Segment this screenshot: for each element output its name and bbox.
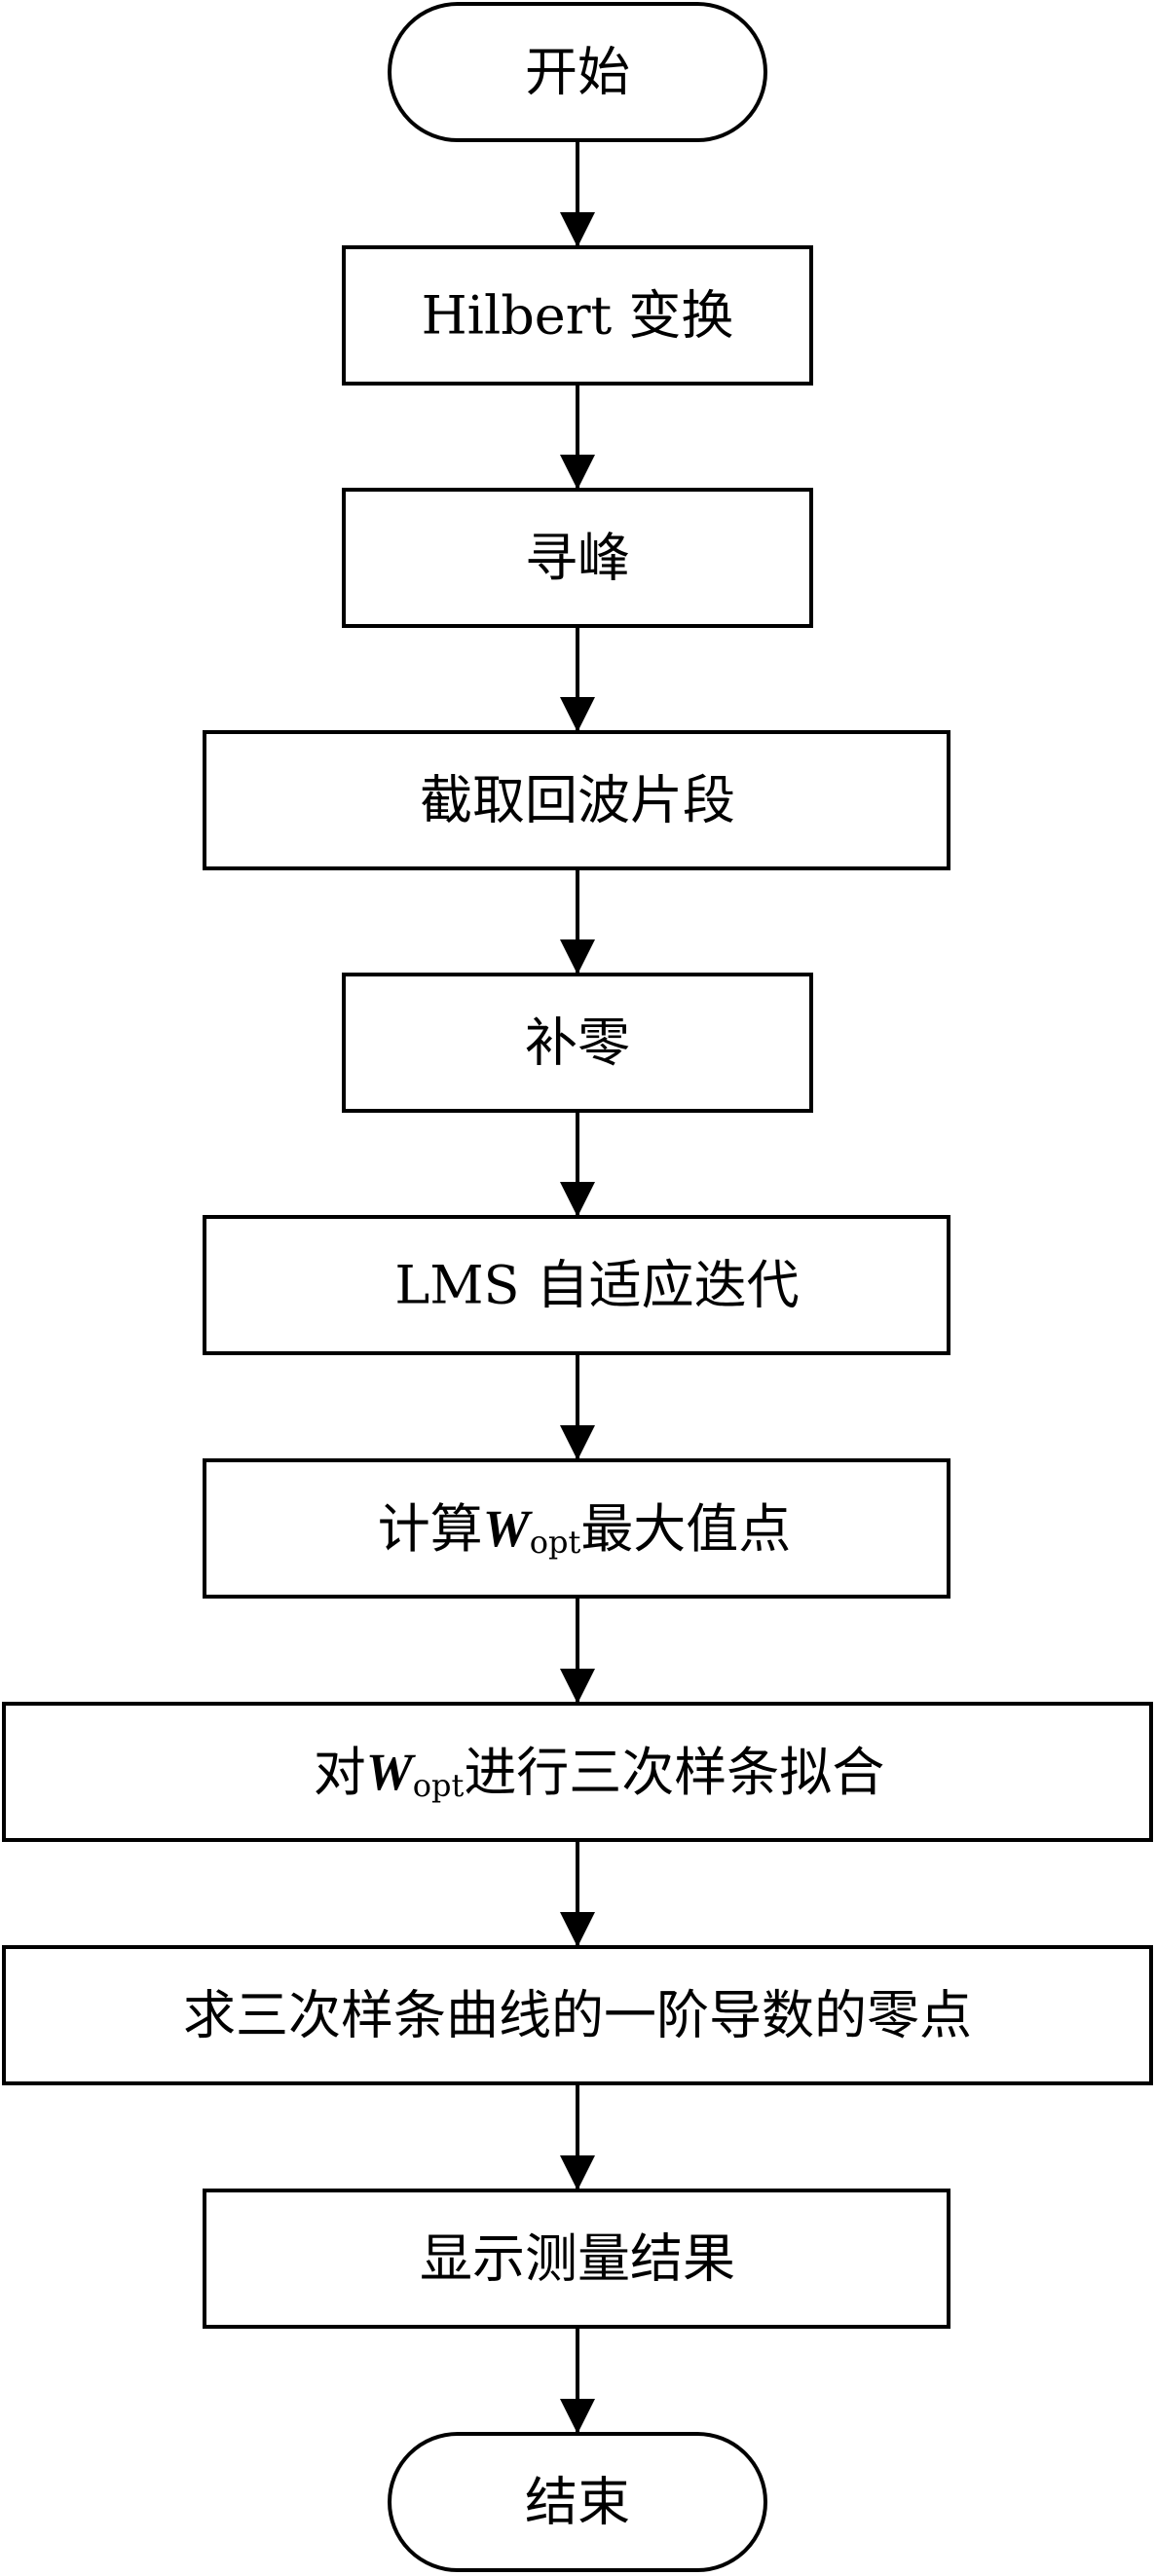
wopt-symbol: W: [483, 1499, 534, 1558]
display-results-node: 显示测量结果: [203, 2189, 950, 2329]
echo-segment-box: [203, 730, 950, 870]
wopt-max-point-label: 计算Wopt最大值点: [378, 1498, 792, 1562]
derivative-zero-label: 求三次样条曲线的一阶导数的零点: [183, 1985, 972, 2046]
wopt-subscript: opt: [413, 1767, 465, 1804]
echo-segment-label: 截取回波片段: [420, 770, 735, 831]
wopt-max-point-suffix: 最大值点: [580, 1498, 791, 1560]
hilbert-transform-node: Hilbert 变换: [342, 245, 813, 386]
lms-iteration-node: LMS 自适应迭代: [203, 1215, 950, 1355]
wopt-max-point-node: 计算Wopt最大值点: [203, 1458, 950, 1599]
start-label: 开始: [525, 42, 630, 103]
spline-fitting-suffix: 进行三次样条拟合: [464, 1742, 884, 1803]
end-terminal-shape: [388, 2432, 767, 2572]
lms-iteration-label: LMS 自适应迭代: [394, 1255, 799, 1316]
zero-padding-label: 补零: [525, 1012, 630, 1074]
lms-iteration-box: [203, 1215, 950, 1355]
zero-padding-node: 补零: [342, 973, 813, 1113]
end-node: 结束: [388, 2432, 767, 2572]
wopt-max-point-box: [203, 1458, 950, 1599]
end-label: 结束: [525, 2472, 630, 2533]
wopt-symbol: W: [366, 1743, 417, 1801]
peak-search-box: [342, 488, 813, 628]
display-results-box: [203, 2189, 950, 2329]
spline-fitting-node: 对Wopt进行三次样条拟合: [2, 1702, 1153, 1842]
hilbert-transform-box: [342, 245, 813, 386]
derivative-zero-node: 求三次样条曲线的一阶导数的零点: [2, 1945, 1153, 2085]
zero-padding-box: [342, 973, 813, 1113]
hilbert-transform-label: Hilbert 变换: [422, 285, 734, 347]
spline-fitting-box: [2, 1702, 1153, 1842]
spline-fitting-prefix: 对: [314, 1742, 366, 1803]
start-node: 开始: [388, 2, 767, 142]
peak-search-label: 寻峰: [525, 528, 630, 589]
derivative-zero-box: [2, 1945, 1153, 2085]
wopt-subscript: opt: [530, 1524, 581, 1561]
wopt-max-point-prefix: 计算: [378, 1498, 483, 1560]
echo-segment-node: 截取回波片段: [203, 730, 950, 870]
start-terminal-shape: [388, 2, 767, 142]
spline-fitting-label: 对Wopt进行三次样条拟合: [314, 1742, 885, 1805]
peak-search-node: 寻峰: [342, 488, 813, 628]
display-results-label: 显示测量结果: [420, 2228, 735, 2290]
